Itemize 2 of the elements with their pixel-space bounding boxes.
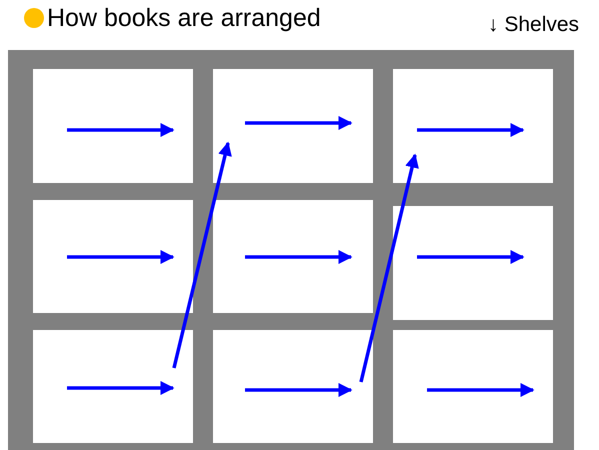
title: How books are arranged <box>47 3 321 33</box>
shelves-label: ↓ Shelves <box>488 12 580 38</box>
